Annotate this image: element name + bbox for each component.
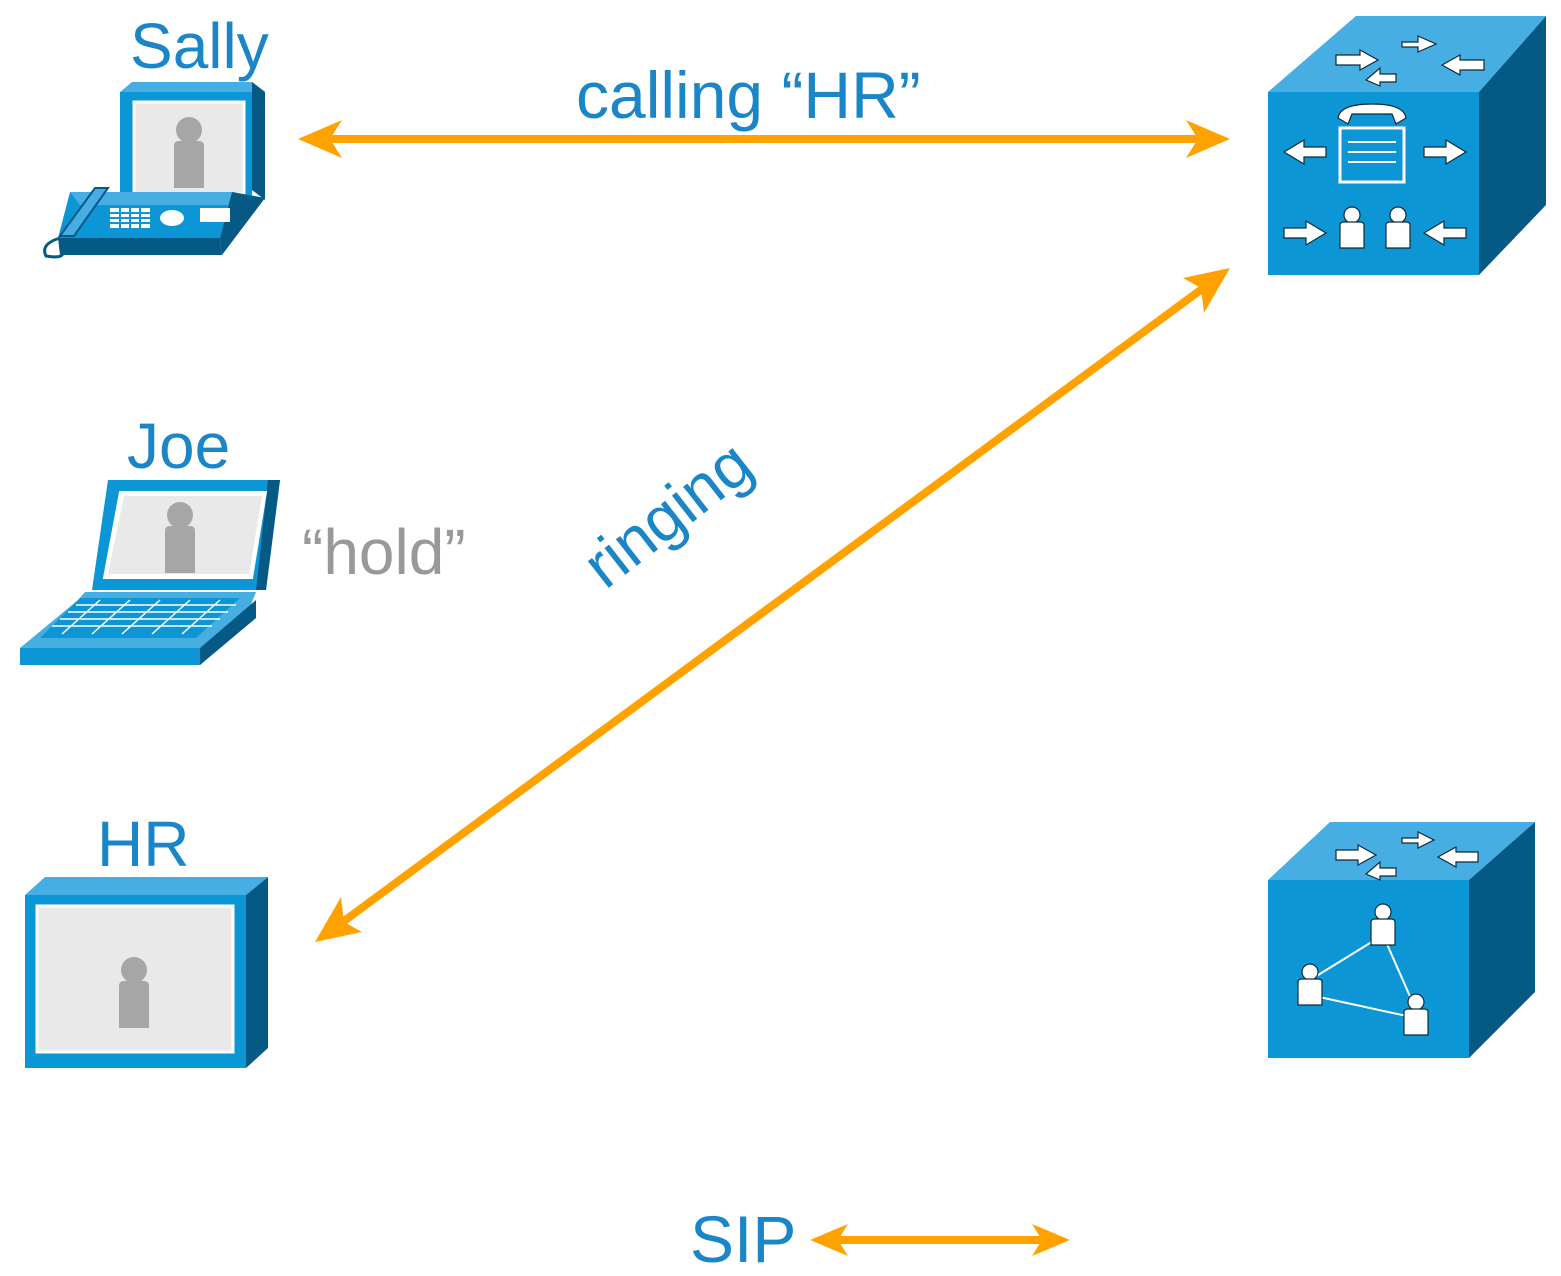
- calling-label: calling “HR”: [576, 58, 921, 132]
- presence-server-icon: [1268, 822, 1535, 1058]
- joe-label: Joe: [127, 410, 231, 482]
- calling-arrow: [298, 120, 1230, 158]
- call-manager-icon: [1268, 16, 1546, 275]
- hr-label: HR: [97, 808, 190, 880]
- laptop-icon: [20, 480, 280, 665]
- sip-legend-arrow: [810, 1224, 1070, 1256]
- video-endpoint-icon: [25, 877, 268, 1068]
- sip-legend-label: SIP: [690, 1202, 797, 1276]
- ringing-arrow: [315, 268, 1230, 942]
- sally-label: Sally: [130, 10, 269, 82]
- ip-video-phone-icon: [43, 82, 265, 259]
- joe-status-label: “hold”: [302, 516, 466, 588]
